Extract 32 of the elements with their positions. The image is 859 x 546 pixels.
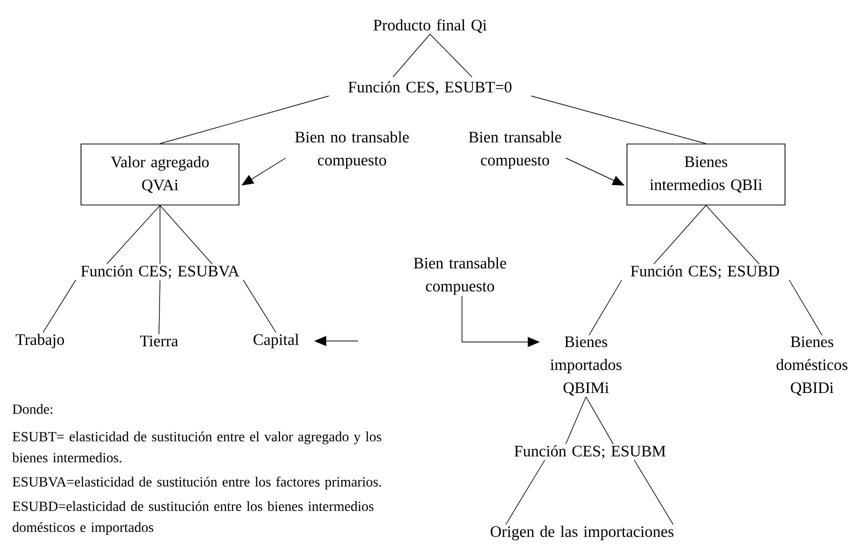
text-label: Bien transable compuesto	[468, 131, 562, 169]
text-label: Bienes domésticos QBIDi	[776, 336, 848, 396]
text-label: Función CES; ESUBM	[514, 445, 666, 459]
connector-line	[392, 34, 472, 78]
text-label: Producto final Qi	[374, 19, 487, 33]
connector-line	[505, 460, 674, 525]
connector-line	[158, 280, 160, 335]
connector-line	[788, 280, 822, 336]
node-box: Valor agregado QVAi	[80, 144, 240, 206]
connector-line	[653, 205, 760, 264]
text-label: Función CES, ESUBT=0	[348, 81, 512, 95]
text-label: Función CES; ESUBVA	[81, 265, 240, 279]
connector-line	[242, 280, 276, 333]
definition-note: ESUBD=elasticidad de sustitución entre los bienes intermedios domésticos e importados	[12, 501, 374, 535]
text-label: Trabajo	[16, 334, 64, 348]
node-box: Bienes intermedios QBIi	[626, 144, 786, 206]
connector-line	[588, 280, 622, 336]
definition-note: ESUBT= elasticidad de sustitución entre el valor agregado y los bienes intermedios.	[12, 432, 382, 462]
connector-line	[160, 96, 330, 144]
text-label: Bien transable compuesto	[414, 257, 506, 295]
connector-line	[530, 96, 706, 144]
text-label: Bienes importados QBIMi	[550, 336, 622, 396]
legend-heading: Donde:	[12, 404, 52, 414]
connector-line	[42, 280, 76, 333]
connector-line	[565, 396, 614, 444]
connector-line	[106, 204, 213, 264]
text-label: Capital	[254, 334, 299, 348]
text-label: Función CES; ESUBD	[630, 265, 780, 279]
text-label: Tierra	[140, 336, 178, 346]
definition-note: ESUBVA=elasticidad de sustitución entre los factores primarios.	[12, 476, 381, 490]
text-label: Bien no transable compuesto	[295, 131, 409, 169]
text-label: Origen de las importaciones	[490, 526, 674, 540]
